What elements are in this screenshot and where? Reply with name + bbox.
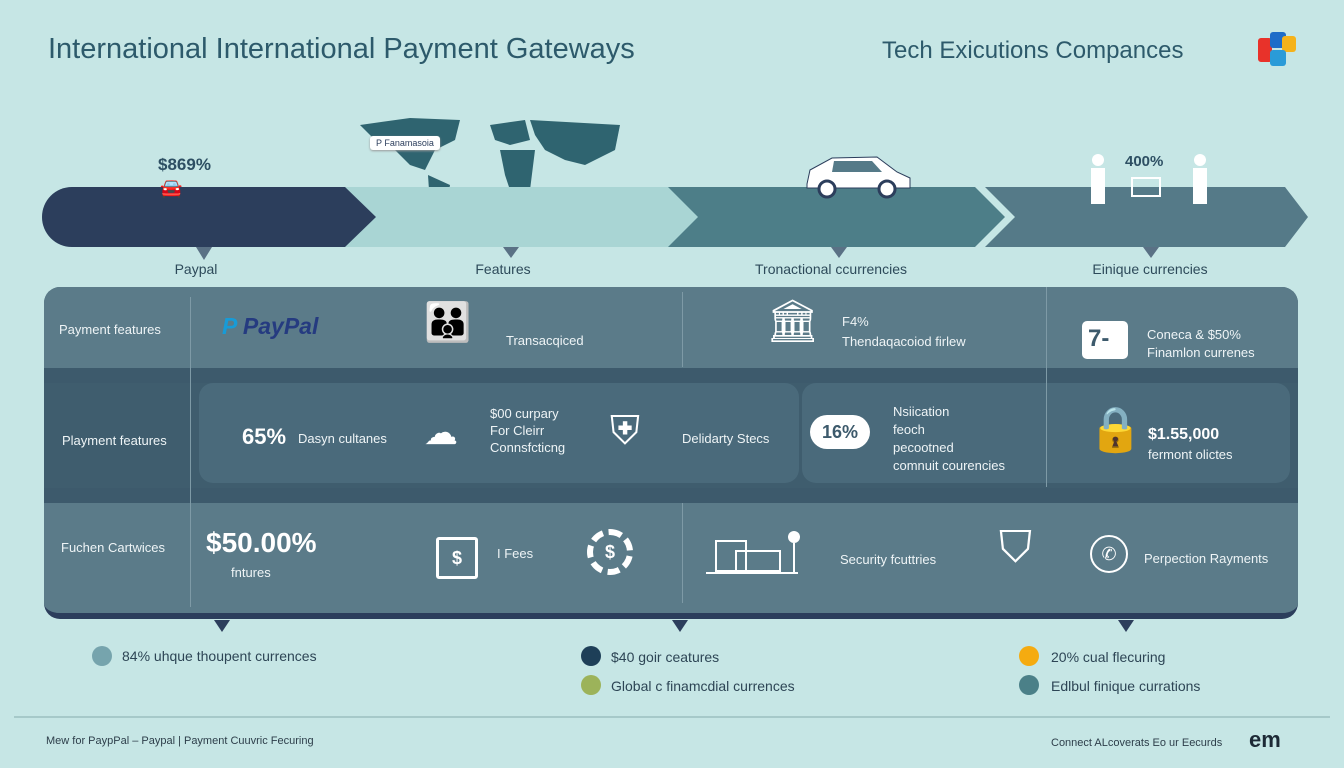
legend-dot-4 <box>1019 646 1039 666</box>
briefcase-icon: 7- <box>1082 321 1128 359</box>
company-logo <box>1258 32 1298 68</box>
row2-amount-text: fermont olictes <box>1148 447 1233 462</box>
row3-stat-text: fntures <box>231 565 271 580</box>
cloud-stat-icon: 16% <box>810 415 870 449</box>
legend-dot-1 <box>92 646 112 666</box>
row1-item2-stat: F4% <box>842 314 869 329</box>
step-4-shape <box>985 187 1308 247</box>
row2-shield-text: Delidarty Stecs <box>682 431 770 446</box>
step-1-stat: $869% <box>158 155 211 174</box>
row-3 <box>44 503 1298 613</box>
legend-dot-2 <box>581 646 601 666</box>
row1-label: Payment features <box>59 322 161 337</box>
gateway-badge: P Fanamasoia <box>370 136 440 150</box>
footer-right-text: Connect ALcoverats Eo ur Eecurds <box>1051 737 1223 749</box>
step-4-stat: 400% <box>1125 153 1164 170</box>
shield-lock-icon: ⛉ <box>999 523 1032 572</box>
bank-building-icon: 🏛 <box>766 297 820 344</box>
row1-item2: Thendaqacoiod firlew <box>842 334 966 349</box>
page-title: International International Payment Gate… <box>48 33 635 65</box>
family-icon: 👪 <box>424 302 472 344</box>
row2-stat1: 65% <box>242 424 287 449</box>
footer-left-text: Mew for PaypPal – Paypal | Payment Cuuvr… <box>46 735 314 747</box>
row3-payments: Perpection Rayments <box>1144 551 1269 566</box>
suv-car-icon <box>802 152 914 200</box>
row2-label: Playment features <box>62 433 167 448</box>
step-label-paypal: Paypal <box>174 261 218 277</box>
pin-3 <box>1118 620 1134 632</box>
paypal-logo: P PayPal <box>222 313 319 339</box>
lock-dollar-icon: $ <box>436 537 478 579</box>
row1-item1: Transacqiced <box>506 333 584 348</box>
row1-item3-stat: Coneca & $50% <box>1147 327 1241 342</box>
row3-security: Security fcuttries <box>840 552 937 567</box>
step-label-features: Features <box>475 261 531 277</box>
footer-logo: em <box>1249 727 1281 752</box>
cloud-icon: ☁ <box>424 414 458 452</box>
car-icon: 🚘 <box>160 178 183 198</box>
padlock-icon: 🔒 <box>1088 405 1143 454</box>
timeline-chevrons <box>42 187 1308 260</box>
row3-label: Fuchen Cartwices <box>61 540 166 555</box>
row-2 <box>44 383 1298 488</box>
row2-stat1-text: Dasyn cultanes <box>298 431 387 446</box>
row3-fees: I Fees <box>497 546 534 561</box>
company-title: Tech Exicutions Compances <box>882 37 1184 64</box>
footer-divider <box>14 716 1330 718</box>
legend-text-4: 20% cual flecuring <box>1051 649 1166 665</box>
legend-text-1: 84% uhque thoupent currences <box>122 648 317 664</box>
row3-stat: $50.00% <box>206 527 317 558</box>
features-panel: Payment features P PayPal 👪 Transacqiced… <box>44 287 1298 619</box>
legend-text-2: $40 goir ceatures <box>611 649 720 665</box>
step-pointers <box>196 247 1159 260</box>
legend-dot-3 <box>581 675 601 695</box>
legend-text-5: Edlbul finique currations <box>1051 678 1201 694</box>
row2-amount: $1.55,000 <box>1148 426 1220 443</box>
step-label-transactional: Tronactional ccurrencies <box>755 261 907 277</box>
pin-1 <box>214 620 230 632</box>
shield-clock-icon: ⛨ <box>610 409 640 453</box>
phone-icon: ✆ <box>1090 535 1128 573</box>
step-label-unique: Einique currencies <box>1092 261 1208 277</box>
legend-text-3: Global c finamcdial currences <box>611 678 795 694</box>
coin-gear-icon: $ <box>587 529 633 575</box>
people-icon <box>1091 154 1207 204</box>
row1-item3: Finamlon currenes <box>1147 345 1255 360</box>
building-map-pin-icon <box>706 531 800 574</box>
pin-2 <box>672 620 688 632</box>
step-1-shape <box>42 187 376 247</box>
step-3-shape <box>668 187 1005 247</box>
legend-dot-5 <box>1019 675 1039 695</box>
